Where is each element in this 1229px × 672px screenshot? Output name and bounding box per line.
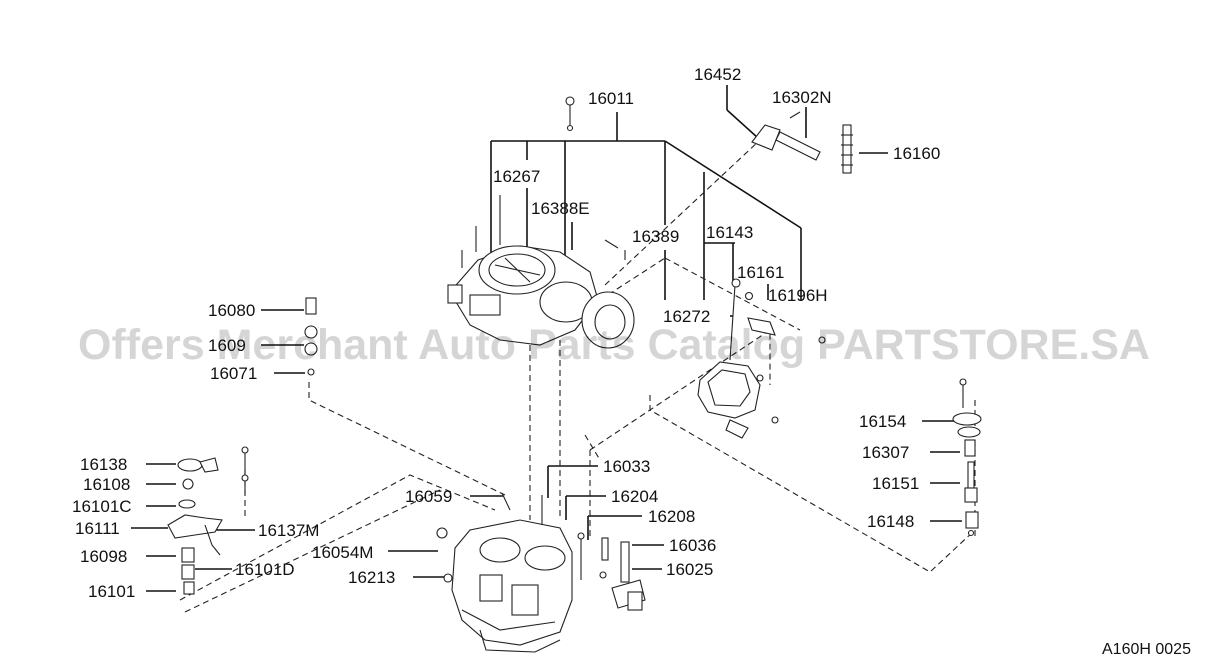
label-16101: 16101: [88, 582, 135, 601]
label-16101d: 16101D: [235, 560, 295, 579]
label-16054m: 16054M: [312, 543, 373, 562]
throttle-linkage: [751, 111, 853, 174]
label-16204: 16204: [611, 487, 658, 506]
part-labels: 16011 16452 16302N 16160 16267 16388E 16…: [72, 65, 940, 601]
left-small-parts: [304, 297, 318, 376]
watermark-text: Offers Merchant Auto Parts Catalog PARTS…: [78, 321, 1150, 369]
diagram-code: A160H 0025: [1102, 641, 1191, 658]
label-16388e: 16388E: [531, 199, 590, 218]
label-16307: 16307: [862, 443, 909, 462]
right-column-parts: [952, 378, 982, 537]
label-16108: 16108: [83, 475, 130, 494]
label-16208: 16208: [648, 507, 695, 526]
label-1609x: 1609: [208, 336, 246, 355]
label-16154: 16154: [859, 412, 906, 431]
label-16098: 16098: [80, 547, 127, 566]
choke-diaphragm: [697, 278, 826, 439]
label-16267: 16267: [493, 167, 540, 186]
accelerator-pump: [599, 537, 646, 611]
label-16272: 16272: [663, 307, 710, 326]
label-16452: 16452: [694, 65, 741, 84]
label-16389: 16389: [632, 227, 679, 246]
carburetor-body: [436, 492, 585, 653]
label-16160: 16160: [893, 144, 940, 163]
label-16011: 16011: [588, 89, 634, 108]
label-16148: 16148: [867, 512, 914, 531]
label-16036: 16036: [669, 536, 716, 555]
label-16143: 16143: [706, 223, 753, 242]
assembly-lines: [179, 139, 976, 613]
label-16137m: 16137M: [258, 521, 319, 540]
label-16080: 16080: [208, 301, 255, 320]
label-16213: 16213: [348, 568, 395, 587]
carburetor-top-cover: [447, 96, 635, 349]
label-16101c: 16101C: [72, 497, 132, 516]
label-16151: 16151: [872, 474, 919, 493]
label-16071: 16071: [210, 364, 257, 383]
label-16111: 16111: [75, 519, 120, 538]
label-16138: 16138: [80, 455, 127, 474]
label-16161: 16161: [737, 263, 784, 282]
label-16059: 16059: [405, 487, 452, 506]
label-16033: 16033: [603, 457, 650, 476]
label-16302n: 16302N: [772, 88, 832, 107]
label-16196h: 16196H: [768, 286, 828, 305]
lower-left-parts: [167, 446, 249, 595]
label-16025: 16025: [666, 560, 713, 579]
